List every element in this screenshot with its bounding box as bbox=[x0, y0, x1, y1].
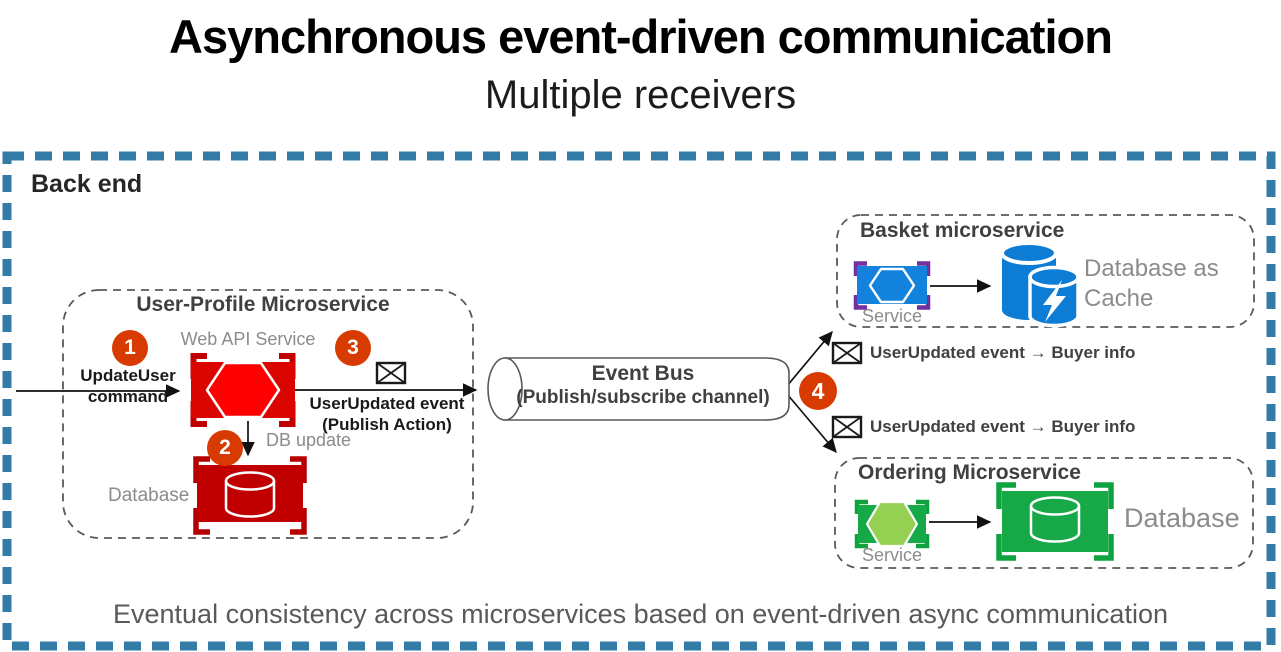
page-subtitle: Multiple receivers bbox=[484, 73, 797, 117]
ordering-service-label: Service bbox=[861, 545, 923, 565]
web-api-service-label: Web API Service bbox=[180, 329, 316, 349]
event-bus-cylinder bbox=[487, 357, 790, 421]
basket-service-icon bbox=[853, 261, 931, 310]
blue-hexagon-icon bbox=[868, 267, 916, 304]
message-label: UserUpdated event → Buyer info bbox=[870, 417, 1136, 436]
message-envelope-icon bbox=[831, 341, 863, 365]
event-bus-subtitle: (Publish/subscribe channel) bbox=[516, 387, 770, 408]
step-2-badge: 2 bbox=[207, 430, 243, 466]
footer-caption: Eventual consistency across microservice… bbox=[113, 599, 1168, 629]
basket-box bbox=[836, 214, 1255, 328]
arrow-to-ordering bbox=[786, 393, 837, 454]
basket-database-label: Database as Cache bbox=[1084, 255, 1219, 312]
lightning-bolt-icon bbox=[1043, 280, 1066, 322]
event-envelope-icon bbox=[375, 361, 407, 385]
user-profile-database-icon bbox=[193, 456, 307, 535]
red-hexagon-icon bbox=[205, 361, 281, 419]
user-profile-title: User-Profile Microservice bbox=[136, 293, 390, 316]
backend-label: Back end bbox=[31, 170, 143, 198]
page-title: Asynchronous event-driven communication bbox=[169, 10, 1113, 63]
user-updated-event-label: UserUpdated event (Publish Action) bbox=[309, 394, 465, 434]
step-3-badge: 3 bbox=[335, 330, 371, 366]
ordering-database-label: Database bbox=[1124, 503, 1240, 533]
basket-title: Basket microservice bbox=[860, 219, 1065, 242]
ordering-database-icon bbox=[996, 482, 1114, 561]
db-update-label: DB update bbox=[266, 430, 352, 450]
basket-service-label: Service bbox=[861, 306, 923, 326]
user-profile-service-icon bbox=[190, 353, 296, 427]
user-profile-box bbox=[62, 289, 474, 539]
redis-cache-icon bbox=[1000, 241, 1080, 328]
user-profile-database-label: Database bbox=[108, 485, 190, 506]
arrow-to-basket bbox=[786, 330, 833, 387]
ordering-box bbox=[834, 457, 1254, 569]
connector-arrows bbox=[16, 279, 992, 529]
ordering-title: Ordering Microservice bbox=[858, 461, 1081, 484]
message-envelope-icon bbox=[831, 415, 863, 439]
step-1-badge: 1 bbox=[112, 330, 148, 366]
green-hexagon-icon bbox=[865, 500, 919, 548]
ordering-service-icon bbox=[854, 499, 930, 549]
step-4-badge: 4 bbox=[799, 372, 837, 410]
event-bus-title: Event Bus bbox=[591, 362, 695, 385]
backend-boundary bbox=[2, 151, 1276, 651]
update-user-command-label: UpdateUser command bbox=[80, 366, 176, 406]
message-label: UserUpdated event → Buyer info bbox=[870, 343, 1136, 362]
